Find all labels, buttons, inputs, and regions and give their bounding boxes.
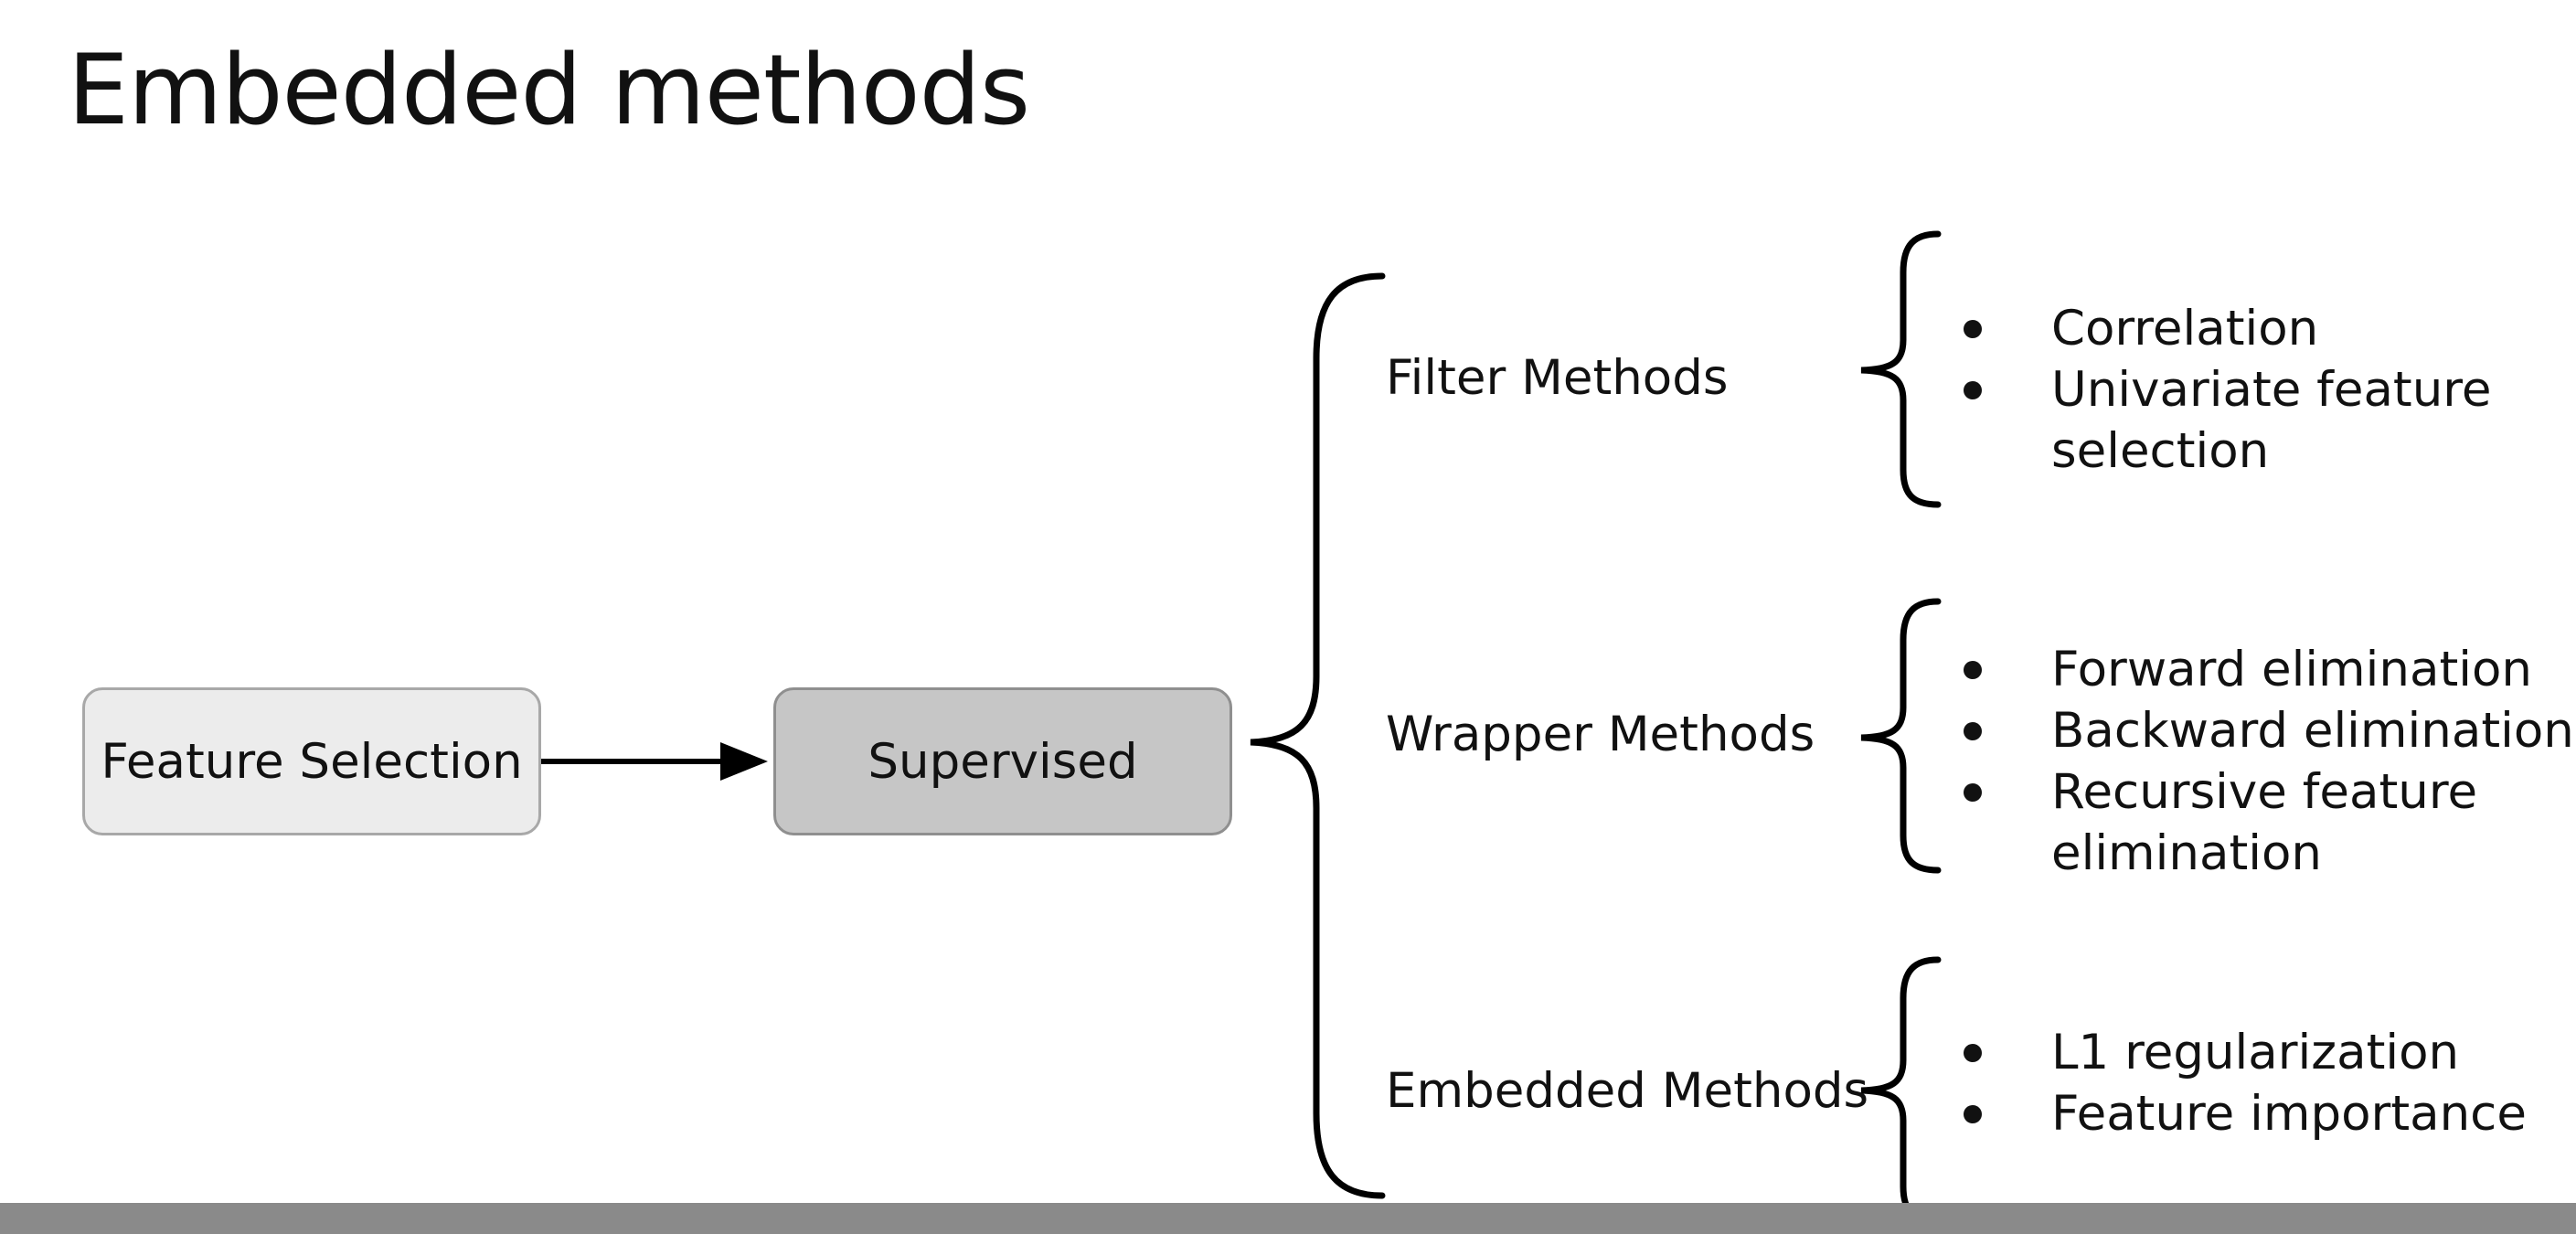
list-item: Backward elimination — [1953, 700, 2574, 761]
list-item: Forward elimination — [1953, 639, 2574, 700]
embedded-methods-label: Embedded Methods — [1386, 1063, 1869, 1119]
list-item-continuation: selection — [2051, 423, 2270, 479]
wrapper-methods-list: Forward elimination Backward elimination… — [1953, 639, 2574, 884]
footer-bar — [0, 1203, 2576, 1234]
filter-methods-label: Filter Methods — [1386, 350, 1729, 406]
feature-selection-box: Feature Selection — [82, 687, 541, 835]
filter-brace — [1860, 230, 1942, 508]
list-item: Feature importance — [1953, 1083, 2527, 1144]
wrapper-methods-label: Wrapper Methods — [1386, 707, 1815, 762]
connector-arrow — [541, 742, 768, 781]
supervised-box: Supervised — [773, 687, 1232, 835]
wrapper-brace — [1860, 598, 1942, 874]
list-item: Recursive feature — [1953, 761, 2574, 823]
embedded-methods-list: L1 regularization Feature importance — [1953, 1022, 2527, 1144]
list-item: Univariate feature — [1953, 359, 2492, 420]
supervised-label: Supervised — [868, 733, 1138, 790]
bullet-icon — [1964, 722, 1982, 740]
bullet-icon — [1964, 1044, 1982, 1062]
bullet-icon — [1964, 320, 1982, 338]
list-item-continuation: elimination — [2051, 825, 2323, 881]
bullet-icon — [1964, 661, 1982, 679]
bullet-icon — [1964, 1105, 1982, 1123]
bullet-icon — [1964, 381, 1982, 399]
embedded-brace — [1860, 956, 1942, 1225]
page-title: Embedded methods — [68, 34, 1030, 146]
filter-methods-list: Correlation Univariate feature selection — [1953, 298, 2492, 482]
list-item: Correlation — [1953, 298, 2492, 359]
main-brace — [1250, 272, 1386, 1199]
feature-selection-label: Feature Selection — [101, 733, 523, 790]
list-item: L1 regularization — [1953, 1022, 2527, 1083]
bullet-icon — [1964, 783, 1982, 802]
